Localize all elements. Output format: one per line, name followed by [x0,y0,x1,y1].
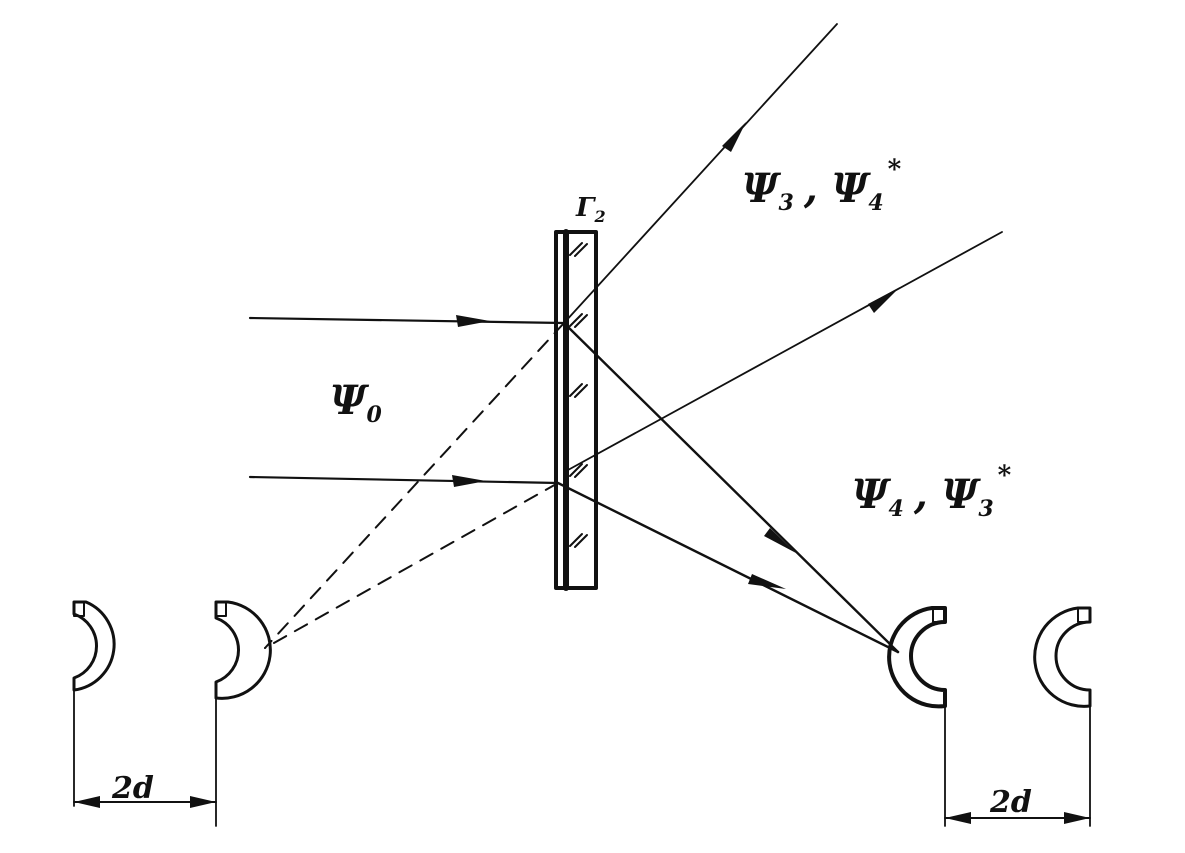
psi0-label: Ψ0 [330,377,383,428]
right-source-1 [887,606,947,827]
plate-label: Γ2 [575,193,606,226]
left-source-1 [72,600,116,807]
dimension-right-label: 2d [989,785,1032,820]
lower-diffracted-beams [556,321,900,654]
right-source-2 [1033,606,1092,827]
hologram-plate [554,229,598,591]
incident-beams [248,315,566,487]
lower-beams-label: Ψ4,Ψ3* [852,461,1012,522]
upper-diffracted-beams [563,23,1003,471]
dimension-left [73,796,217,808]
dimension-right [944,812,1091,824]
plate-hatching [569,242,588,548]
upper-beams-label: Ψ3,Ψ4* [742,155,902,216]
virtual-rays [264,322,565,649]
dimension-left-label: 2d [111,771,154,806]
left-source-2 [214,600,272,827]
